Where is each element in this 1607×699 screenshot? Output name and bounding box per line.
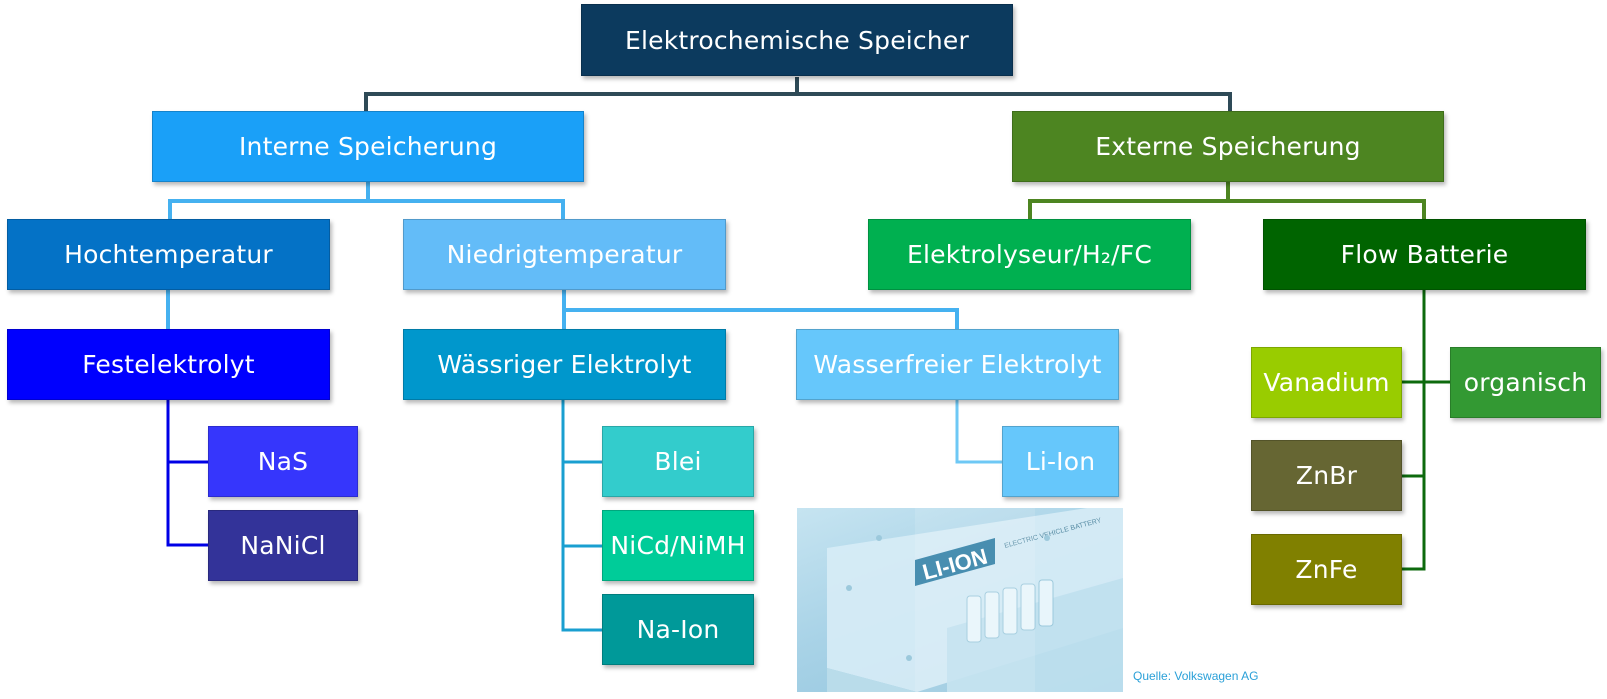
battery-illustration: LI-ION ELECTRIC VEHICLE BATTERY [827,508,1123,692]
node-elektrolyseur: Elektrolyseur/H₂/FC [868,219,1191,290]
node-li-ion: Li-Ion [1002,426,1119,497]
node-na-ion: Na-Ion [602,594,754,665]
node-vanadium: Vanadium [1251,347,1402,418]
node-flow-batterie: Flow Batterie [1263,219,1586,290]
connector-festelektrolyt [166,400,208,547]
node-wasserfreier-elektrolyt: Wasserfreier Elektrolyt [796,329,1119,400]
node-znfe: ZnFe [1251,534,1402,605]
connector-wasserfreier [955,400,1002,464]
connector-flow [1402,290,1450,571]
node-nanicl: NaNiCl [208,510,358,581]
connector-externe [1028,182,1426,219]
connector-interne [168,182,565,219]
node-externe-speicherung: Externe Speicherung [1012,111,1444,182]
node-niedrigtemperatur: Niedrigtemperatur [403,219,726,290]
connector-waessriger [561,400,602,632]
node-znbr: ZnBr [1251,440,1402,511]
photo-source-caption: Quelle: Volkswagen AG [1133,669,1259,683]
node-interne-speicherung: Interne Speicherung [152,111,584,182]
node-blei: Blei [602,426,754,497]
connector-niedrigtemp [562,290,959,329]
node-waessriger-elektrolyt: Wässriger Elektrolyt [403,329,726,400]
connector-root [364,77,1232,112]
li-ion-battery-photo: LI-ION ELECTRIC VEHICLE BATTERY [797,508,1123,692]
node-organisch: organisch [1450,347,1601,418]
node-nas: NaS [208,426,358,497]
node-hochtemperatur: Hochtemperatur [7,219,330,290]
node-nicd-nimh: NiCd/NiMH [602,510,754,581]
node-elektrochemische-speicher: Elektrochemische Speicher [581,4,1013,76]
node-festelektrolyt: Festelektrolyt [7,329,330,400]
